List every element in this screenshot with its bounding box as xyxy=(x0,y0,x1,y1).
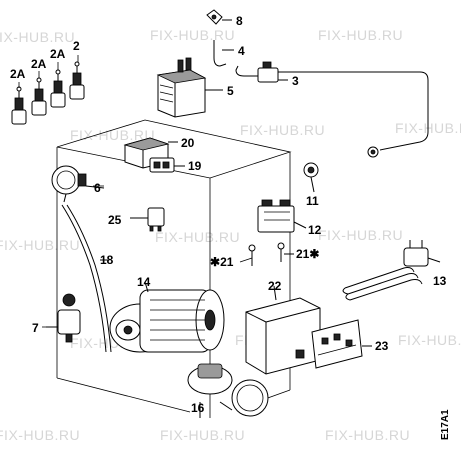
label-5: 5 xyxy=(227,84,234,98)
part-23-pcb xyxy=(311,319,372,369)
part-13-heater xyxy=(342,240,441,301)
label-13: 13 xyxy=(433,274,447,288)
part-11-grommet xyxy=(303,162,319,193)
label-21-left: ✱21 xyxy=(210,255,234,269)
watermark: FIX-HUB.RU xyxy=(318,227,403,243)
part-6-pressure-switch xyxy=(51,165,105,203)
watermark: FIX-HUB.RU xyxy=(160,427,245,443)
label-25: 25 xyxy=(108,213,122,227)
watermark: FIX-HUB.RU xyxy=(240,122,325,138)
part-25-relay xyxy=(130,207,165,232)
label-2a-3: 2A xyxy=(50,47,66,61)
label-22: 22 xyxy=(268,279,282,293)
label-21-right-number: 21 xyxy=(296,247,310,261)
watermark: FIX-HUB.RU xyxy=(325,427,410,443)
label-14: 14 xyxy=(137,275,151,289)
label-21-right: 21✱ xyxy=(296,247,319,261)
watermark: FIX-HUB.RU xyxy=(0,427,80,443)
label-19: 19 xyxy=(188,159,202,173)
part-3-thermostat xyxy=(235,61,429,158)
watermark: FIX-HUB.RU xyxy=(318,27,403,43)
label-4: 4 xyxy=(238,44,245,58)
label-8: 8 xyxy=(236,14,243,28)
watermark: FIX-HUB.RU xyxy=(70,127,155,143)
diagram-code: E17A1 xyxy=(440,409,451,440)
switch-2a-1 xyxy=(11,86,27,125)
label-7: 7 xyxy=(32,321,39,335)
part-21-screws xyxy=(248,242,294,266)
label-12: 12 xyxy=(308,223,322,237)
selector-switches xyxy=(11,55,85,125)
part-5-interference-filter xyxy=(156,57,223,118)
label-16: 16 xyxy=(191,401,205,415)
part-12-door-lock xyxy=(257,199,307,233)
leader-lines xyxy=(42,185,253,328)
label-11: 11 xyxy=(306,194,319,208)
label-6: 6 xyxy=(94,181,101,195)
watermark: FIX-HUB.RU xyxy=(155,229,240,245)
watermark: FIX-HUB.RU xyxy=(0,29,75,45)
part-18-hose xyxy=(61,204,112,353)
watermark: FIX-HUB.RU xyxy=(0,237,80,253)
part-19-relay xyxy=(149,157,185,173)
label-18: 18 xyxy=(100,253,114,267)
part-labels: 2A 2A 2A 2 8 4 3 5 20 19 6 25 18 14 7 16… xyxy=(10,14,447,415)
label-23: 23 xyxy=(375,339,389,353)
part-4-hook xyxy=(213,40,234,67)
label-2: 2 xyxy=(73,39,80,53)
watermark: FIX-HUB.RU xyxy=(398,332,461,348)
switch-2a-2 xyxy=(31,77,47,116)
switch-2 xyxy=(69,61,85,100)
switch-2a-3 xyxy=(50,69,66,108)
label-21-left-number: 21 xyxy=(220,255,234,269)
label-3: 3 xyxy=(292,74,299,88)
label-20: 20 xyxy=(181,136,195,150)
part-14-motor xyxy=(109,281,225,353)
label-2a-1: 2A xyxy=(10,67,26,81)
part-8-clip xyxy=(206,9,232,25)
part-16-pump xyxy=(187,363,269,418)
label-2a-2: 2A xyxy=(31,57,47,71)
watermark: FIX-HUB.RU xyxy=(150,27,235,43)
part-22-module-housing xyxy=(245,285,321,375)
part-7-valve xyxy=(46,293,81,343)
